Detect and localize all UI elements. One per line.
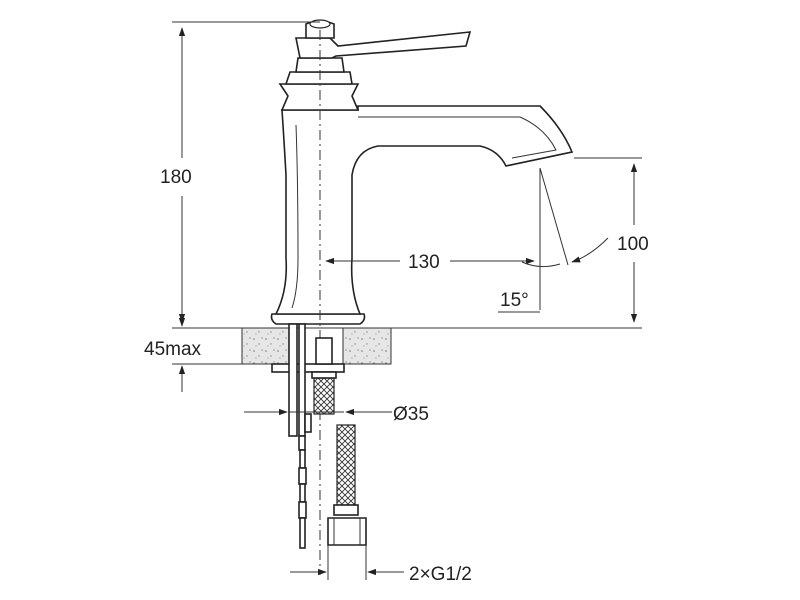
spray-angle-label: 15° xyxy=(500,290,529,311)
deck-slab xyxy=(241,327,392,365)
mounting-assembly xyxy=(271,323,367,549)
dimension-spout-reach: 130 xyxy=(325,168,541,310)
faucet-body xyxy=(270,19,574,325)
dimension-spout-height: 100 xyxy=(391,157,649,329)
dimension-spray-angle: 15° xyxy=(498,167,609,313)
height-total-label: 180 xyxy=(160,167,192,188)
spout-reach-label: 130 xyxy=(408,252,440,273)
dimension-connection: 2×G1/2 xyxy=(290,545,472,585)
deck-thickness-label: 45max xyxy=(144,339,202,360)
dimension-deck-thickness: 45max xyxy=(144,300,242,392)
dimension-hole-diameter: Ø35 xyxy=(244,404,429,425)
connection-label: 2×G1/2 xyxy=(409,564,472,585)
spout-height-label: 100 xyxy=(617,234,649,255)
hole-diameter-label: Ø35 xyxy=(393,404,429,425)
